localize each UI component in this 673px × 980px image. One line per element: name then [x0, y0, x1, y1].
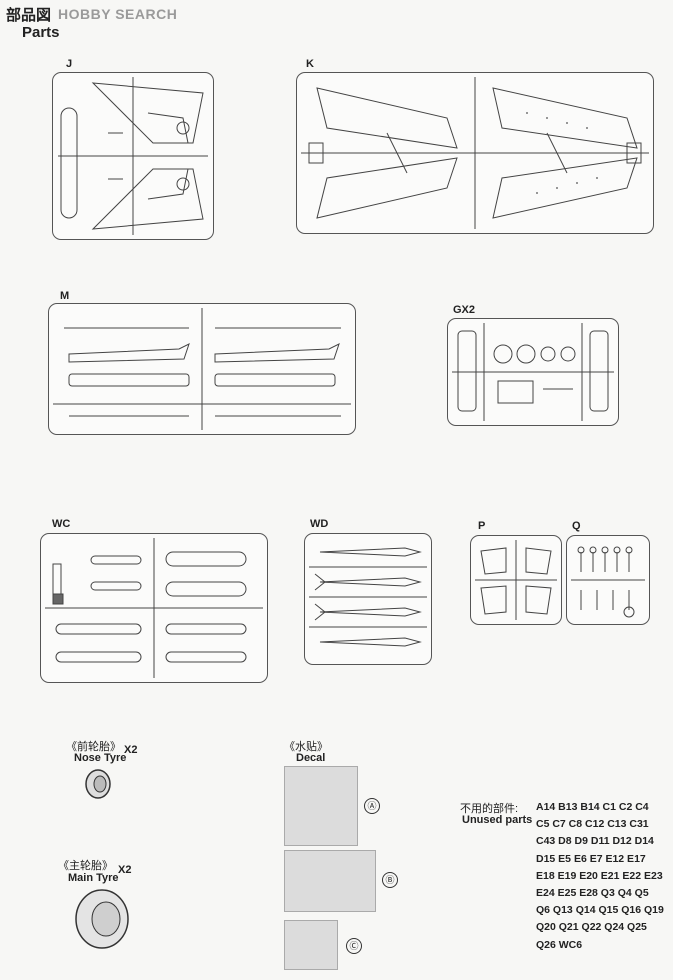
- main-tyre-icon: [75, 889, 129, 949]
- decal-sheet-b: [284, 850, 376, 912]
- sprue-label-q: Q: [572, 520, 581, 532]
- decal-title-en: Decal: [296, 752, 326, 764]
- sprue-wd: [304, 533, 432, 665]
- sprue-label-wc: WC: [52, 518, 71, 530]
- decal-sheet-a: [284, 766, 358, 846]
- decal-sheet-c: [284, 920, 338, 970]
- sprue-wd-drawing: [309, 547, 427, 647]
- sprue-m: [48, 303, 356, 435]
- sprue-label-j: J: [66, 58, 73, 70]
- sprue-label-wd: WD: [310, 518, 329, 530]
- sprue-label-p: P: [478, 520, 486, 532]
- main-tyre-en: Main Tyre: [68, 872, 119, 884]
- nose-tyre-icon: [85, 769, 111, 799]
- watermark-logo: HOBBY SEARCH: [58, 6, 178, 22]
- sprue-p: [470, 535, 562, 625]
- sprue-wc-drawing: [45, 538, 263, 678]
- sprue-label-m: M: [60, 290, 70, 302]
- decal-sheet-a-marker: Ⓐ: [364, 798, 380, 814]
- sprue-wc: [40, 533, 268, 683]
- decal-title-cn: 《水贴》: [284, 741, 328, 753]
- sprue-j: [52, 72, 214, 240]
- header-title-cn: 部品図: [6, 7, 52, 24]
- sprue-q-drawing: [571, 546, 645, 618]
- sprue-q: [566, 535, 650, 625]
- nose-tyre-qty: X2: [124, 744, 138, 756]
- main-tyre-qty: X2: [118, 864, 132, 876]
- main-tyre-cn: 《主轮胎》: [58, 860, 113, 872]
- nose-tyre-cn: 《前轮胎》: [66, 741, 121, 753]
- sprue-k: [296, 72, 654, 234]
- sprue-gx2: [447, 318, 619, 426]
- sprue-p-drawing: [475, 540, 557, 620]
- sprue-k-drawing: [301, 77, 649, 229]
- nose-tyre-en: Nose Tyre: [74, 752, 127, 764]
- unused-label-cn: 不用的部件:: [460, 803, 519, 815]
- sprue-j-drawing: [58, 77, 208, 235]
- decal-sheet-b-marker: Ⓑ: [382, 872, 398, 888]
- sprue-label-gx2: GX2: [453, 304, 476, 316]
- unused-label-en: Unused parts: [462, 814, 533, 826]
- decal-sheet-c-marker: Ⓒ: [346, 938, 362, 954]
- sprue-label-k: K: [306, 58, 314, 70]
- unused-parts-list: A14 B13 B14 C1 C2 C4 C5 C7 C8 C12 C13 C3…: [536, 801, 664, 951]
- sprue-m-drawing: [53, 308, 351, 430]
- header-title-en: Parts: [22, 24, 60, 41]
- sprue-gx2-drawing: [452, 323, 614, 421]
